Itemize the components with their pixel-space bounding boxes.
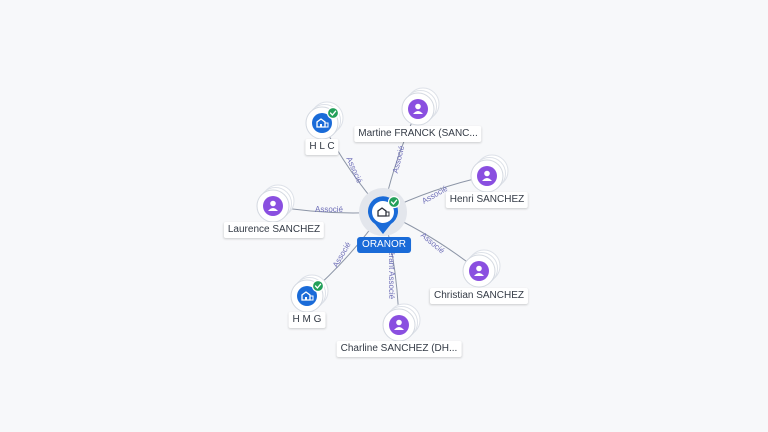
pin-inner xyxy=(372,201,394,223)
company-icon xyxy=(377,207,387,217)
building-outline xyxy=(316,118,326,128)
person-head xyxy=(476,265,482,272)
building-door xyxy=(320,124,322,127)
node-hmg[interactable] xyxy=(290,274,329,313)
check-icon xyxy=(314,283,322,289)
verified-badge xyxy=(311,279,325,293)
center-node-label[interactable]: ORANOR xyxy=(357,237,411,253)
edge-label-charline: Gérant Associé xyxy=(387,245,396,300)
check-icon xyxy=(390,199,398,205)
person-body xyxy=(413,111,423,114)
node-label-charline[interactable]: Charline SANCHEZ (DH... xyxy=(336,341,462,357)
edge-label-hlc: Associé xyxy=(344,155,364,185)
node-label-hmg[interactable]: H M G xyxy=(288,312,326,328)
building-annex xyxy=(324,122,329,128)
company-icon xyxy=(297,286,317,306)
node-label-christian[interactable]: Christian SANCHEZ xyxy=(429,288,529,304)
nodes-layer xyxy=(256,87,509,342)
node-label-laurence[interactable]: Laurence SANCHEZ xyxy=(223,222,325,238)
building-door xyxy=(305,297,307,300)
person-head xyxy=(484,170,490,177)
building-outline xyxy=(301,291,311,301)
node-label-hlc[interactable]: H L C xyxy=(305,139,339,155)
center-node[interactable] xyxy=(359,188,407,236)
node-laurence[interactable] xyxy=(256,184,295,223)
building-annex xyxy=(385,211,390,217)
verified-badge xyxy=(326,106,340,120)
node-martine[interactable] xyxy=(401,87,440,126)
node-label-henri[interactable]: Henri SANCHEZ xyxy=(445,192,529,208)
person-body xyxy=(474,273,484,276)
node-charline[interactable] xyxy=(382,303,421,342)
edge-label-laurence: Associé xyxy=(315,205,344,214)
company-icon xyxy=(312,113,332,133)
person-head xyxy=(270,200,276,207)
node-hlc[interactable] xyxy=(305,101,344,140)
edge-label-martine: Associé xyxy=(391,144,407,174)
node-label-martine[interactable]: Martine FRANCK (SANC... xyxy=(354,126,482,142)
person-head xyxy=(415,103,421,110)
person-head xyxy=(396,319,402,326)
person-body xyxy=(482,178,492,181)
person-body xyxy=(268,208,278,211)
building-annex xyxy=(309,295,314,301)
edge-label-christian: Associé xyxy=(419,231,447,256)
node-henri[interactable] xyxy=(470,154,509,193)
person-body xyxy=(394,327,404,330)
verified-badge xyxy=(387,195,401,209)
node-christian[interactable] xyxy=(462,249,501,288)
check-icon xyxy=(329,110,337,116)
